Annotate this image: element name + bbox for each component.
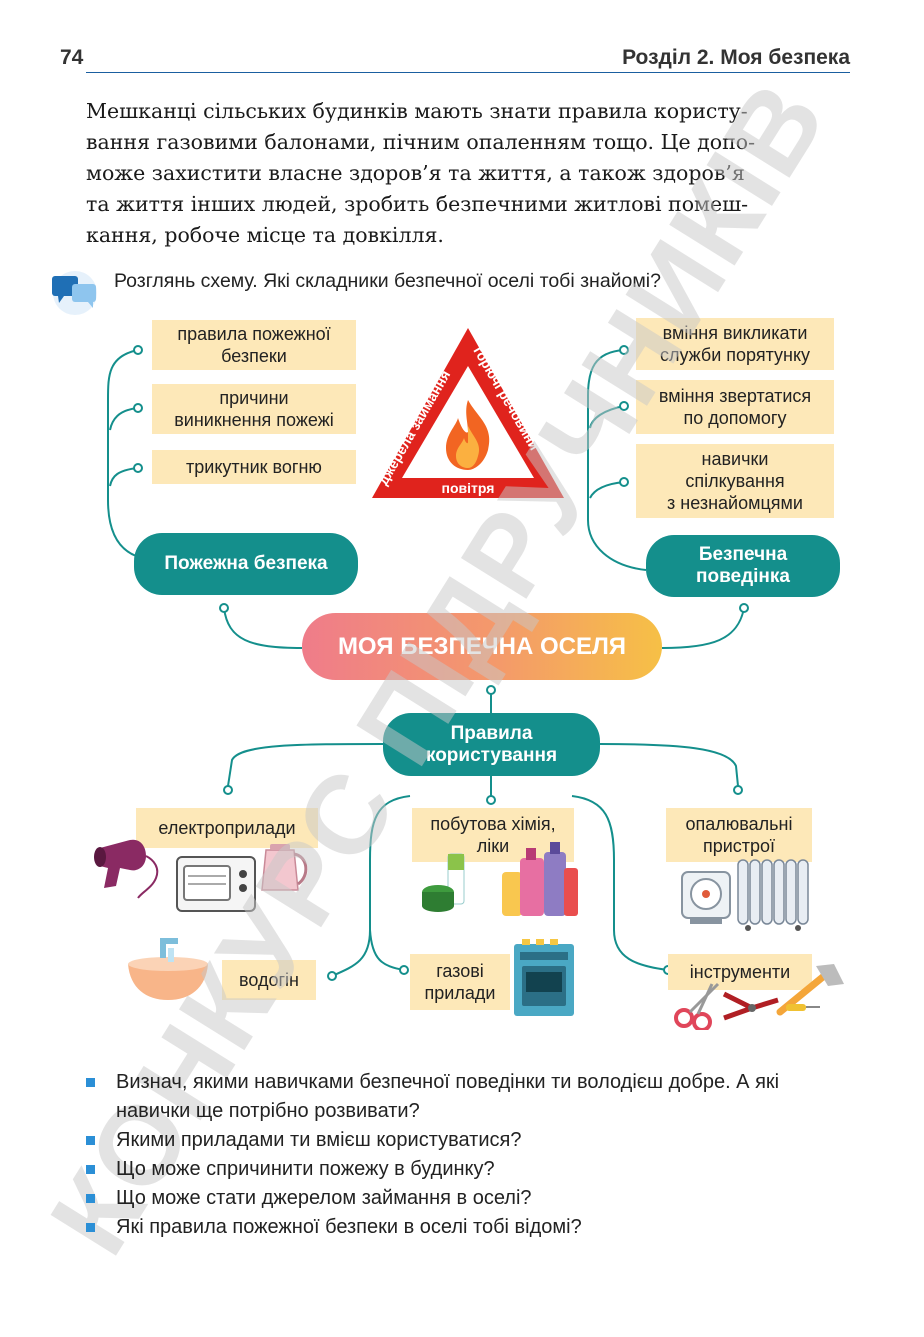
central-label: МОЯ БЕЗПЕЧНА ОСЕЛЯ — [337, 632, 627, 660]
flame-icon — [446, 400, 490, 470]
question-line: Які правила пожежної безпеки в оселі тоб… — [116, 1216, 582, 1238]
water-box: водогін — [222, 960, 316, 1000]
central-node: МОЯ БЕЗПЕЧНА ОСЕЛЯ — [302, 613, 662, 680]
box-line: служби порятунку — [659, 345, 811, 365]
box-line: вміння звертатися — [658, 386, 812, 406]
detergent-bottles-icon — [502, 842, 578, 916]
kettle-icon — [261, 844, 308, 891]
intro-line: може захистити власне здоров’я та життя,… — [86, 161, 745, 185]
gas-stove-icon — [514, 939, 574, 1016]
question-line: Що може стати джерелом займання в оселі? — [116, 1187, 532, 1209]
node-label: Пожежна безпека — [164, 553, 328, 574]
question-item: Що може стати джерелом займання в оселі? — [86, 1184, 856, 1213]
intro-line: та життя інших людей, зробить безпечними… — [86, 192, 749, 216]
box-line: трикутник вогню — [186, 457, 322, 477]
box-line: водогін — [239, 970, 299, 990]
pliers-icon — [722, 991, 779, 1021]
bullet-square-icon — [86, 1078, 95, 1087]
question-line: Визнач, якими навичками безпечної поведі… — [116, 1071, 780, 1093]
fire-triangle: джерела займання горючі речовини повітря — [372, 328, 564, 498]
microwave-icon — [176, 856, 256, 912]
box-line: пристрої — [702, 836, 776, 856]
section-title: Розділ 2. Моя безпека — [622, 46, 850, 69]
intro-line: вання газовими балонами, пічним опалення… — [86, 130, 756, 154]
box-line: вміння викликати — [662, 323, 808, 343]
box-line: навички — [701, 449, 769, 469]
box-line: побутова хімія, — [430, 814, 556, 834]
fan-heater-icon — [681, 871, 731, 924]
box-line: прилади — [424, 983, 496, 1003]
intro-line: кання, робоче місце та довкілля. — [86, 223, 444, 247]
cream-jars-icon — [422, 853, 465, 912]
box-line: причини — [219, 388, 289, 408]
box-line: з незнайомцями — [667, 493, 803, 513]
bullet-square-icon — [86, 1165, 95, 1174]
bullet-square-icon — [86, 1223, 95, 1232]
node-label: користування — [425, 744, 558, 766]
sink-faucet-icon — [128, 938, 208, 1000]
box-line: електроприлади — [158, 818, 296, 838]
page-number: 74 — [60, 46, 84, 69]
box-line: інструменти — [689, 962, 791, 982]
box-line: по допомогу — [683, 408, 787, 428]
scissors-icon — [674, 982, 720, 1030]
box-line: безпеки — [221, 346, 287, 366]
triangle-bottom-label: повітря — [442, 480, 495, 496]
box-line: ліки — [476, 836, 510, 856]
question-list: Визнач, якими навичками безпечної поведі… — [86, 1068, 856, 1242]
node-label: Правила — [450, 722, 533, 744]
radiator-icon — [737, 859, 809, 931]
question-item: Визнач, якими навичками безпечної поведі… — [86, 1068, 856, 1126]
question-line: Якими приладами ти вмієш користуватися? — [116, 1129, 522, 1151]
tools-box: інструменти — [668, 954, 812, 990]
box-line: опалювальні — [685, 814, 793, 834]
task-prompt: Розглянь схему. Які складники безпечної … — [114, 270, 661, 292]
question-line: Що може спричинити пожежу в будинку? — [116, 1158, 495, 1180]
hair-dryer-icon — [94, 839, 159, 899]
node-label: Безпечна — [698, 544, 788, 565]
box-line: спілкування — [685, 471, 785, 491]
question-item: Що може спричинити пожежу в будинку? — [86, 1155, 856, 1184]
node-label: поведінка — [696, 566, 790, 587]
chat-bubbles-icon — [52, 271, 97, 315]
screwdriver-icon — [786, 1004, 820, 1011]
box-line: виникнення пожежі — [174, 410, 334, 430]
question-line: навички ще потрібно розвивати? — [116, 1100, 420, 1122]
intro-line: Мешканці сільських будинків мають знати … — [86, 99, 748, 123]
question-item: Які правила пожежної безпеки в оселі тоб… — [86, 1213, 856, 1242]
question-item: Якими приладами ти вмієш користуватися? — [86, 1126, 856, 1155]
fire-triangle-box: трикутник вогню — [152, 450, 356, 484]
fire-safety-node: Пожежна безпека — [134, 533, 358, 595]
bullet-square-icon — [86, 1136, 95, 1145]
bullet-square-icon — [86, 1194, 95, 1203]
header-rule — [86, 72, 850, 73]
intro-paragraph: Мешканці сільських будинків мають знати … — [86, 96, 852, 251]
electro-box: електроприлади — [136, 808, 318, 848]
box-line: правила пожежної — [177, 324, 331, 344]
box-line: газові — [436, 961, 484, 981]
